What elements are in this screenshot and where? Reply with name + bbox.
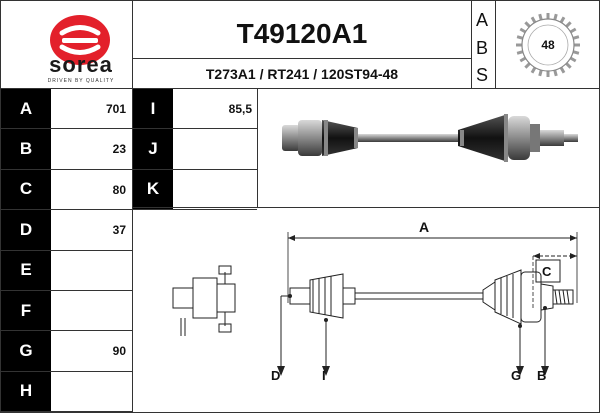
spec-label-d: D [1,210,51,250]
brand-name: sorea [49,52,113,77]
abs-letter-b: B [475,38,488,58]
spec-label-h: H [1,371,51,412]
spec-label-k: K [133,169,173,210]
spec-label-j: J [133,129,173,169]
abs-letter-s: S [475,65,488,85]
spec-label-c: C [1,169,51,210]
spec-value-a: 701 [105,102,126,116]
shaft-outline [289,269,574,325]
spec-value-i: 85,5 [228,102,252,116]
spec-value-b: 23 [112,142,126,157]
abs-ring-icon [516,13,580,77]
spec-label-a: A [1,89,51,129]
spec-label-i: I [133,89,173,129]
tripod-joint-sketch [172,265,236,336]
callout-d: D [271,368,280,383]
cross-references: T273A1 / RT241 / 120ST94-48 [205,66,399,82]
sorea-emblem-icon [50,15,110,65]
callout-b: B [537,368,546,383]
drive-shaft-photo [282,114,578,162]
spec-value-d: 37 [112,223,126,238]
dim-c-label: C [542,264,552,279]
spec-value-c: 80 [112,182,126,197]
spec-label-g: G [1,331,51,371]
spec-value-g: 90 [112,344,126,359]
brand-logo: sorea DRIVEN BY QUALITY [0,0,132,88]
dim-a-label: A [419,219,429,235]
spec-label-e: E [1,250,51,290]
brand-tagline: DRIVEN BY QUALITY [47,78,115,84]
spec-label-b: B [1,129,51,169]
part-number: T49120A1 [236,18,368,49]
abs-teeth-count: 48 [541,38,555,52]
technical-drawing: A C [172,219,578,383]
spec-label-f: F [1,291,51,331]
callout-i: I [322,368,326,383]
abs-letter-a: A [475,10,488,30]
callout-g: G [511,368,521,383]
